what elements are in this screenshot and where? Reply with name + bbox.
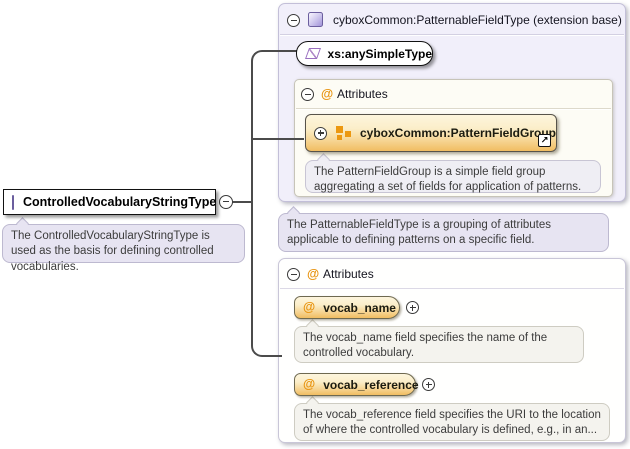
- attribute-vocab-name-label: vocab_name: [323, 300, 396, 315]
- divider: [280, 34, 624, 35]
- root-element-box[interactable]: ControlledVocabularyStringType: [3, 189, 216, 215]
- collapse-base-attributes-button[interactable]: [301, 88, 314, 101]
- tooltip-pointer: [317, 153, 330, 167]
- attribute-group-doc-tooltip: The PatternFieldGroup is a simple field …: [305, 153, 601, 194]
- connector-to-local-attributes: [251, 344, 282, 357]
- attribute-at-icon: @: [303, 300, 316, 315]
- expand-vocab-reference-button[interactable]: [422, 378, 435, 391]
- collapse-base-panel-button[interactable]: [287, 14, 300, 27]
- tooltip-pointer: [306, 319, 319, 333]
- local-attributes-panel: @ Attributes @ vocab_name The vocab_name…: [278, 258, 626, 443]
- connector-to-pattern-field-group: [252, 138, 304, 140]
- attribute-vocab-reference[interactable]: @ vocab_reference: [294, 373, 419, 396]
- expand-vocab-name-button[interactable]: [406, 301, 419, 314]
- attribute-group-doc-text: The PatternFieldGroup is a simple field …: [314, 166, 582, 194]
- vocab-reference-doc-text: The vocab_reference field specifies the …: [303, 409, 601, 437]
- connector-root: [231, 201, 252, 203]
- attribute-group-icon: [336, 126, 351, 140]
- goto-definition-icon[interactable]: ↗: [538, 134, 551, 147]
- attribute-at-icon: @: [321, 87, 334, 101]
- attribute-group-box[interactable]: cyboxCommon:PatternFieldGroup ↗: [305, 114, 557, 152]
- tooltip-pointer: [306, 396, 319, 410]
- attribute-group-label: cyboxCommon:PatternFieldGroup: [359, 126, 556, 140]
- base-type-title: cyboxCommon:PatternableFieldType (extens…: [333, 13, 622, 27]
- divider: [280, 288, 624, 289]
- base-attributes-section: @ Attributes cyboxCommon:PatternFieldGro…: [294, 79, 613, 197]
- attribute-vocab-reference-label: vocab_reference: [323, 377, 419, 392]
- local-attributes-title: Attributes: [323, 267, 374, 281]
- connector-trunk: [251, 50, 297, 346]
- base-attributes-title: Attributes: [337, 87, 388, 101]
- tooltip-pointer: [16, 217, 29, 231]
- vocab-name-doc-text: The vocab_name field specifies the name …: [303, 332, 548, 360]
- root-doc-text: The ControlledVocabularyStringType is us…: [11, 230, 214, 273]
- attribute-at-icon: @: [307, 267, 320, 281]
- attribute-vocab-name[interactable]: @ vocab_name: [294, 296, 400, 319]
- collapse-local-attributes-button[interactable]: [287, 268, 300, 281]
- collapse-root-button[interactable]: [219, 195, 233, 209]
- vocab-reference-doc-tooltip: The vocab_reference field specifies the …: [294, 396, 610, 441]
- vocab-name-doc-tooltip: The vocab_name field specifies the name …: [294, 319, 584, 363]
- base-type-panel: cyboxCommon:PatternableFieldType (extens…: [278, 3, 626, 202]
- simple-type-icon: [304, 48, 321, 59]
- root-doc-tooltip: The ControlledVocabularyStringType is us…: [2, 217, 245, 273]
- base-type-doc-text: The PatternableFieldType is a grouping o…: [287, 219, 552, 247]
- expand-pattern-field-group-button[interactable]: [314, 126, 327, 140]
- root-element-label: ControlledVocabularyStringType: [23, 195, 217, 209]
- base-type-doc-tooltip: The PatternableFieldType is a grouping o…: [278, 206, 609, 252]
- simple-type-label: xs:anySimpleType: [327, 46, 432, 61]
- complex-type-icon: [12, 194, 14, 210]
- attribute-at-icon: @: [303, 377, 316, 392]
- divider: [296, 108, 611, 109]
- complex-type-icon: [308, 12, 323, 27]
- simple-type-box[interactable]: xs:anySimpleType: [296, 41, 433, 66]
